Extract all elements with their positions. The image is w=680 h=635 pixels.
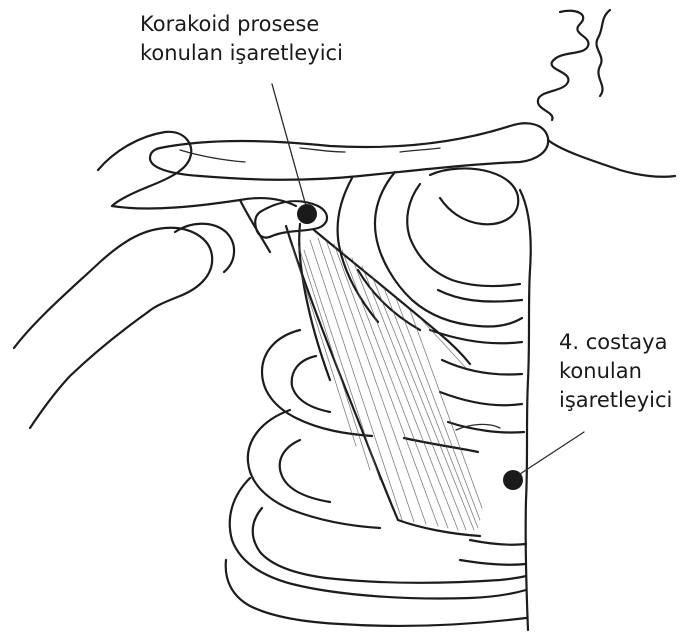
rib-marker-dot — [503, 470, 523, 490]
rib-marker-label: 4. costaya konulan işaretleyici — [559, 328, 672, 415]
coracoid-leader-line — [272, 84, 306, 206]
humerus — [14, 224, 234, 428]
rib-leader-line — [520, 432, 584, 474]
coracoid-marker-label-line2: konulan işaretleyici — [140, 39, 343, 68]
rib-marker-label-line1: 4. costaya — [559, 328, 672, 357]
pectoralis-minor-muscle — [286, 224, 482, 536]
rib-marker-label-line2: konulan — [559, 357, 672, 386]
coracoid-marker-label: Korakoid prosese konulan işaretleyici — [140, 10, 343, 68]
rib-marker-label-line3: işaretleyici — [559, 386, 672, 415]
coracoid-marker-dot — [297, 204, 317, 224]
cervical-spine-outline — [538, 10, 610, 120]
coracoid-marker-label-line1: Korakoid prosese — [140, 10, 343, 39]
